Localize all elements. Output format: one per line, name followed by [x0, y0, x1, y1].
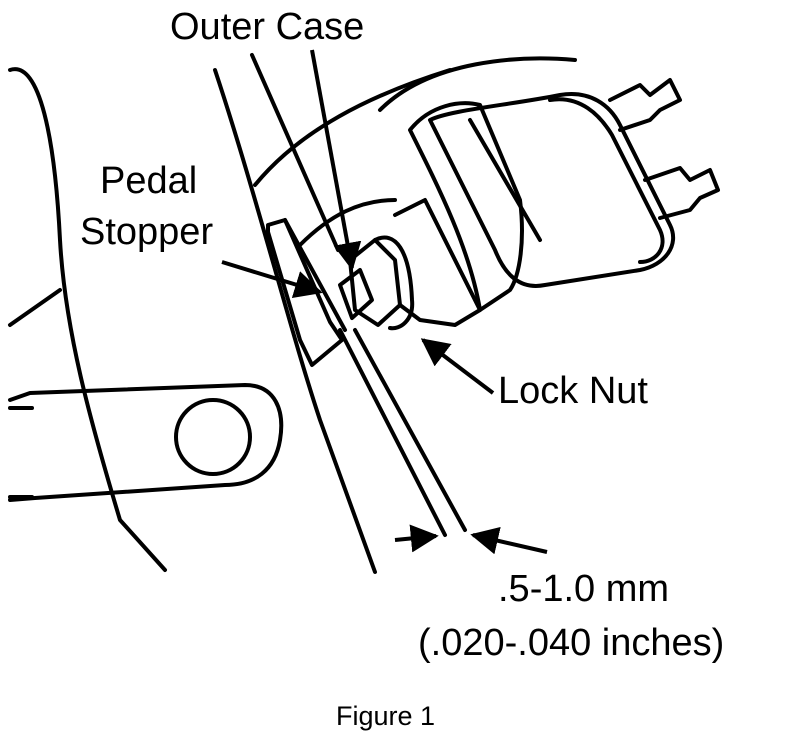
- gap-leader-right: [470, 526, 548, 555]
- lock-nut-flange: [373, 235, 415, 331]
- lock-nut-leader: [420, 338, 495, 395]
- terminal-lower: [643, 166, 720, 220]
- outer-case-leader: [310, 49, 362, 271]
- stopper-bolt: [338, 268, 374, 320]
- switch-cap-inner: [468, 118, 542, 242]
- switch-cap-ring: [548, 97, 665, 264]
- bracket-right-edge: [250, 53, 340, 252]
- gap-measurement-mm: .5-1.0 mm: [498, 568, 670, 610]
- pedal-stopper-leader: [221, 260, 323, 299]
- switch-base: [408, 101, 524, 312]
- pedal-arm-outline: [8, 67, 167, 572]
- pedal-stopper-label-line1: Pedal: [100, 160, 198, 202]
- housing-rear-curve: [378, 56, 577, 112]
- clevis-hole: [174, 398, 252, 476]
- pedal-stopper-label-line2: Stopper: [80, 211, 214, 253]
- switch-cap: [428, 92, 676, 288]
- lock-nut-label: Lock Nut: [498, 370, 648, 412]
- gap-leader-left: [394, 524, 439, 553]
- gap-measurement-inches: (.020-.040 inches): [418, 622, 725, 664]
- clevis-block: [8, 383, 284, 502]
- bracket-left-edge: [213, 68, 377, 574]
- outer-case-label: Outer Case: [170, 6, 365, 48]
- terminal-upper: [608, 78, 682, 132]
- figure-caption: Figure 1: [336, 701, 436, 731]
- outer-case-line-1: [338, 328, 447, 537]
- housing-lower-curve: [298, 198, 397, 247]
- outer-case-line-2: [353, 328, 467, 532]
- pedal-arm-inner: [8, 288, 62, 327]
